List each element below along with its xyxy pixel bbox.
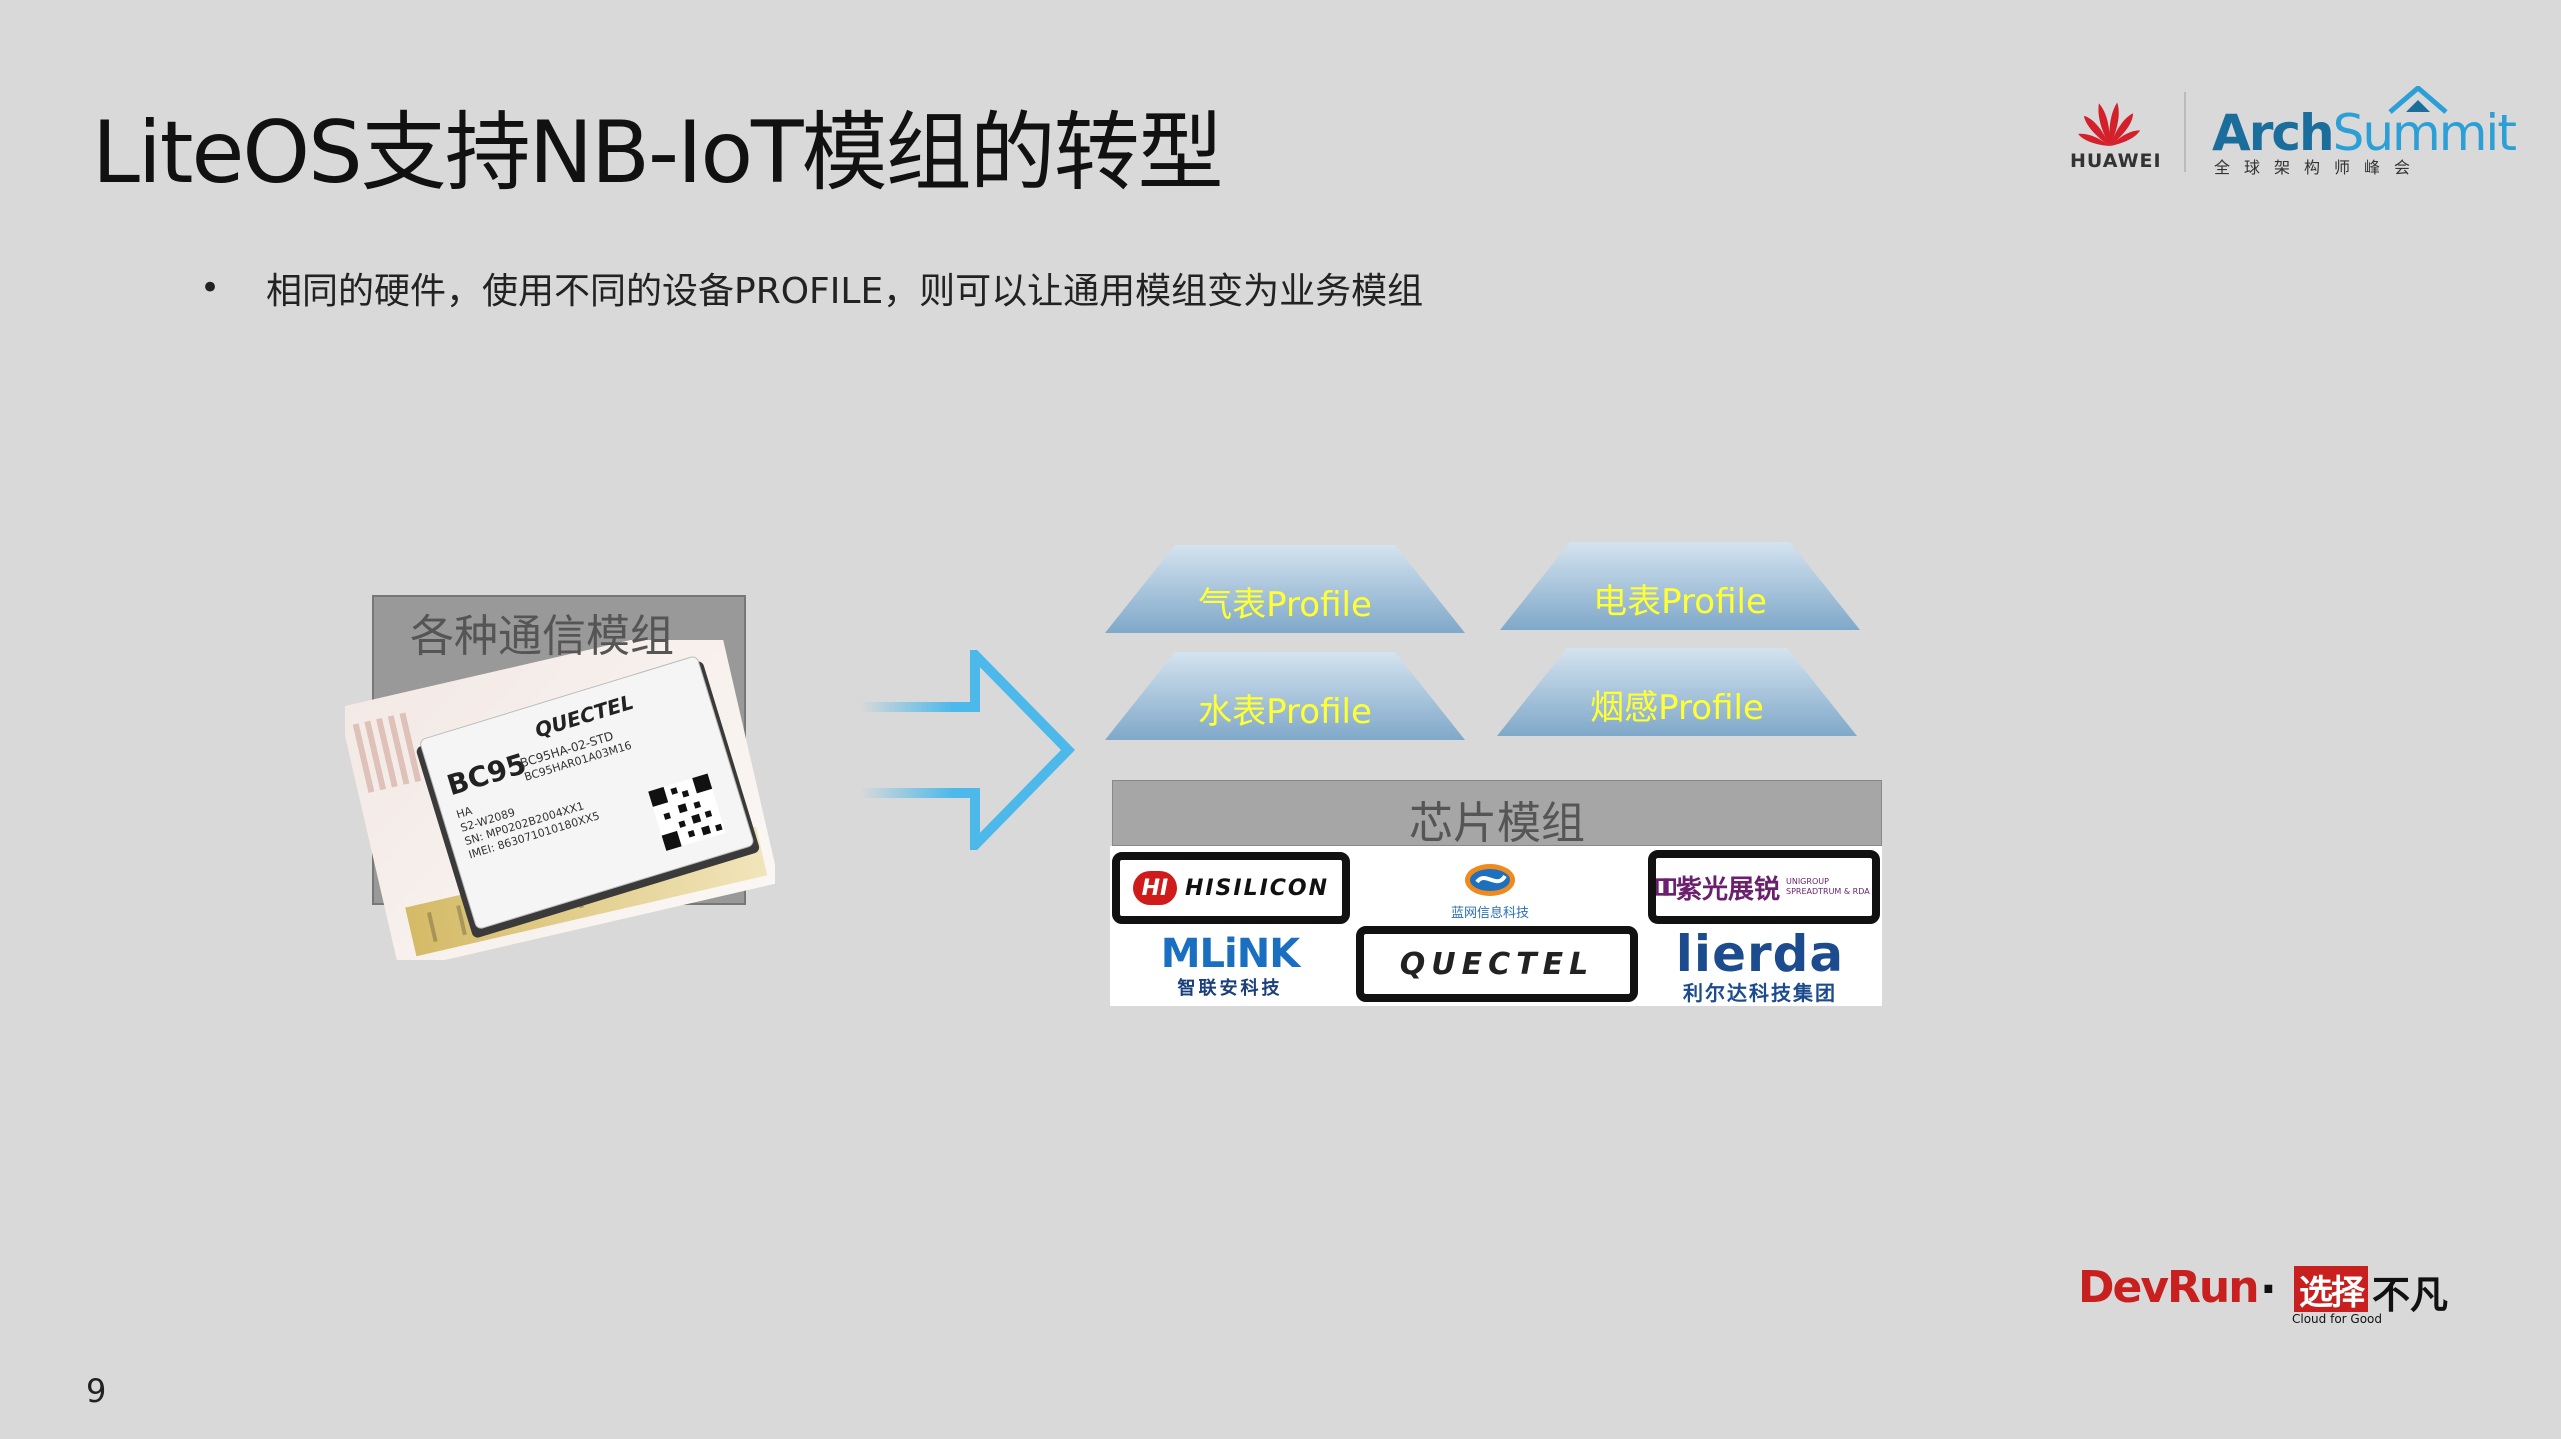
archsummit-subtitle: 全球架构师峰会 [2214, 158, 2425, 177]
mlink-text: MLiNK [1160, 931, 1300, 977]
mlink-logo: MLiNK 智联安科技 [1150, 932, 1310, 1002]
huawei-logo-icon [2078, 102, 2141, 146]
quectel-chip-photo: QUECTEL BC95 BC95HA-02-STD BC95HAR01A03M… [345, 640, 775, 960]
bullet-text: 相同的硬件，使用不同的设备PROFILE，则可以让通用模组变为业务模组 [266, 271, 1424, 312]
page-number: 9 [86, 1372, 107, 1410]
profile-trapezoid-gas [1105, 545, 1465, 633]
lierda-text: lierda [1675, 924, 1845, 983]
mountain-peak-icon [2388, 86, 2448, 114]
lierda-logo: lierda 利尔达科技集团 [1660, 924, 1860, 1005]
bullet-marker: • [200, 268, 221, 308]
right-arrow-icon [860, 650, 1075, 850]
qr-code-icon [648, 773, 726, 851]
profile-water-label: 水表Profile [1198, 692, 1372, 732]
quectel-text: QUECTEL [1399, 946, 1595, 982]
devrun-tagline: Cloud for Good [2292, 1312, 2383, 1326]
unisoc-emblem-icon [1656, 878, 1676, 896]
module-box-label: 各种通信模组 [410, 611, 674, 662]
huawei-wordmark: HUAWEI [2070, 150, 2162, 172]
lanyu-text: 蓝网信息科技 [1450, 905, 1529, 921]
chip-module-label: 芯片模组 [1409, 798, 1585, 849]
unisoc-subtext: UNIGROUP SPREADTRUM & RDA [1785, 877, 1870, 896]
profile-gas-label: 气表Profile [1198, 585, 1372, 625]
logo-divider [2184, 92, 2186, 172]
lanyu-logo: 蓝网信息科技 [1420, 856, 1560, 926]
archsummit-arch: Arch [2212, 104, 2335, 162]
profile-trapezoid-water [1105, 652, 1465, 740]
profile-trapezoid-electric [1500, 542, 1860, 630]
chip-line3: HA [455, 804, 474, 821]
mlink-subtext: 智联安科技 [1177, 978, 1283, 999]
archsummit-summit: Summit [2332, 104, 2517, 162]
lanyu-emblem-icon [1465, 863, 1515, 896]
archsummit-logo: ArchSummit [2212, 104, 2517, 162]
unisoc-text: 紫光展锐 [1675, 874, 1780, 905]
hisilicon-mark-icon: HI [1132, 871, 1177, 905]
profile-smoke-label: 烟感Profile [1590, 688, 1764, 728]
devrun-slogan-tail: 不凡 [2372, 1273, 2449, 1317]
chip-module-header [1112, 780, 1882, 846]
devrun-dot: · [2260, 1264, 2277, 1315]
profile-electric-label: 电表Profile [1593, 582, 1767, 622]
lierda-subtext: 利尔达科技集团 [1683, 980, 1837, 1005]
hisilicon-text: HISILICON [1184, 875, 1330, 901]
devrun-slogan-box: 选择 [2294, 1266, 2368, 1313]
devrun-logo-text: DevRun [2078, 1262, 2260, 1313]
slide-title: LiteOS支持NB-IoT模组的转型 [92, 103, 1224, 203]
quectel-logo: QUECTEL [1356, 926, 1638, 1002]
profile-trapezoid-smoke [1497, 648, 1857, 736]
unisoc-logo: 紫光展锐 UNIGROUP SPREADTRUM & RDA [1648, 850, 1880, 924]
hisilicon-logo: HI HISILICON [1112, 852, 1350, 924]
